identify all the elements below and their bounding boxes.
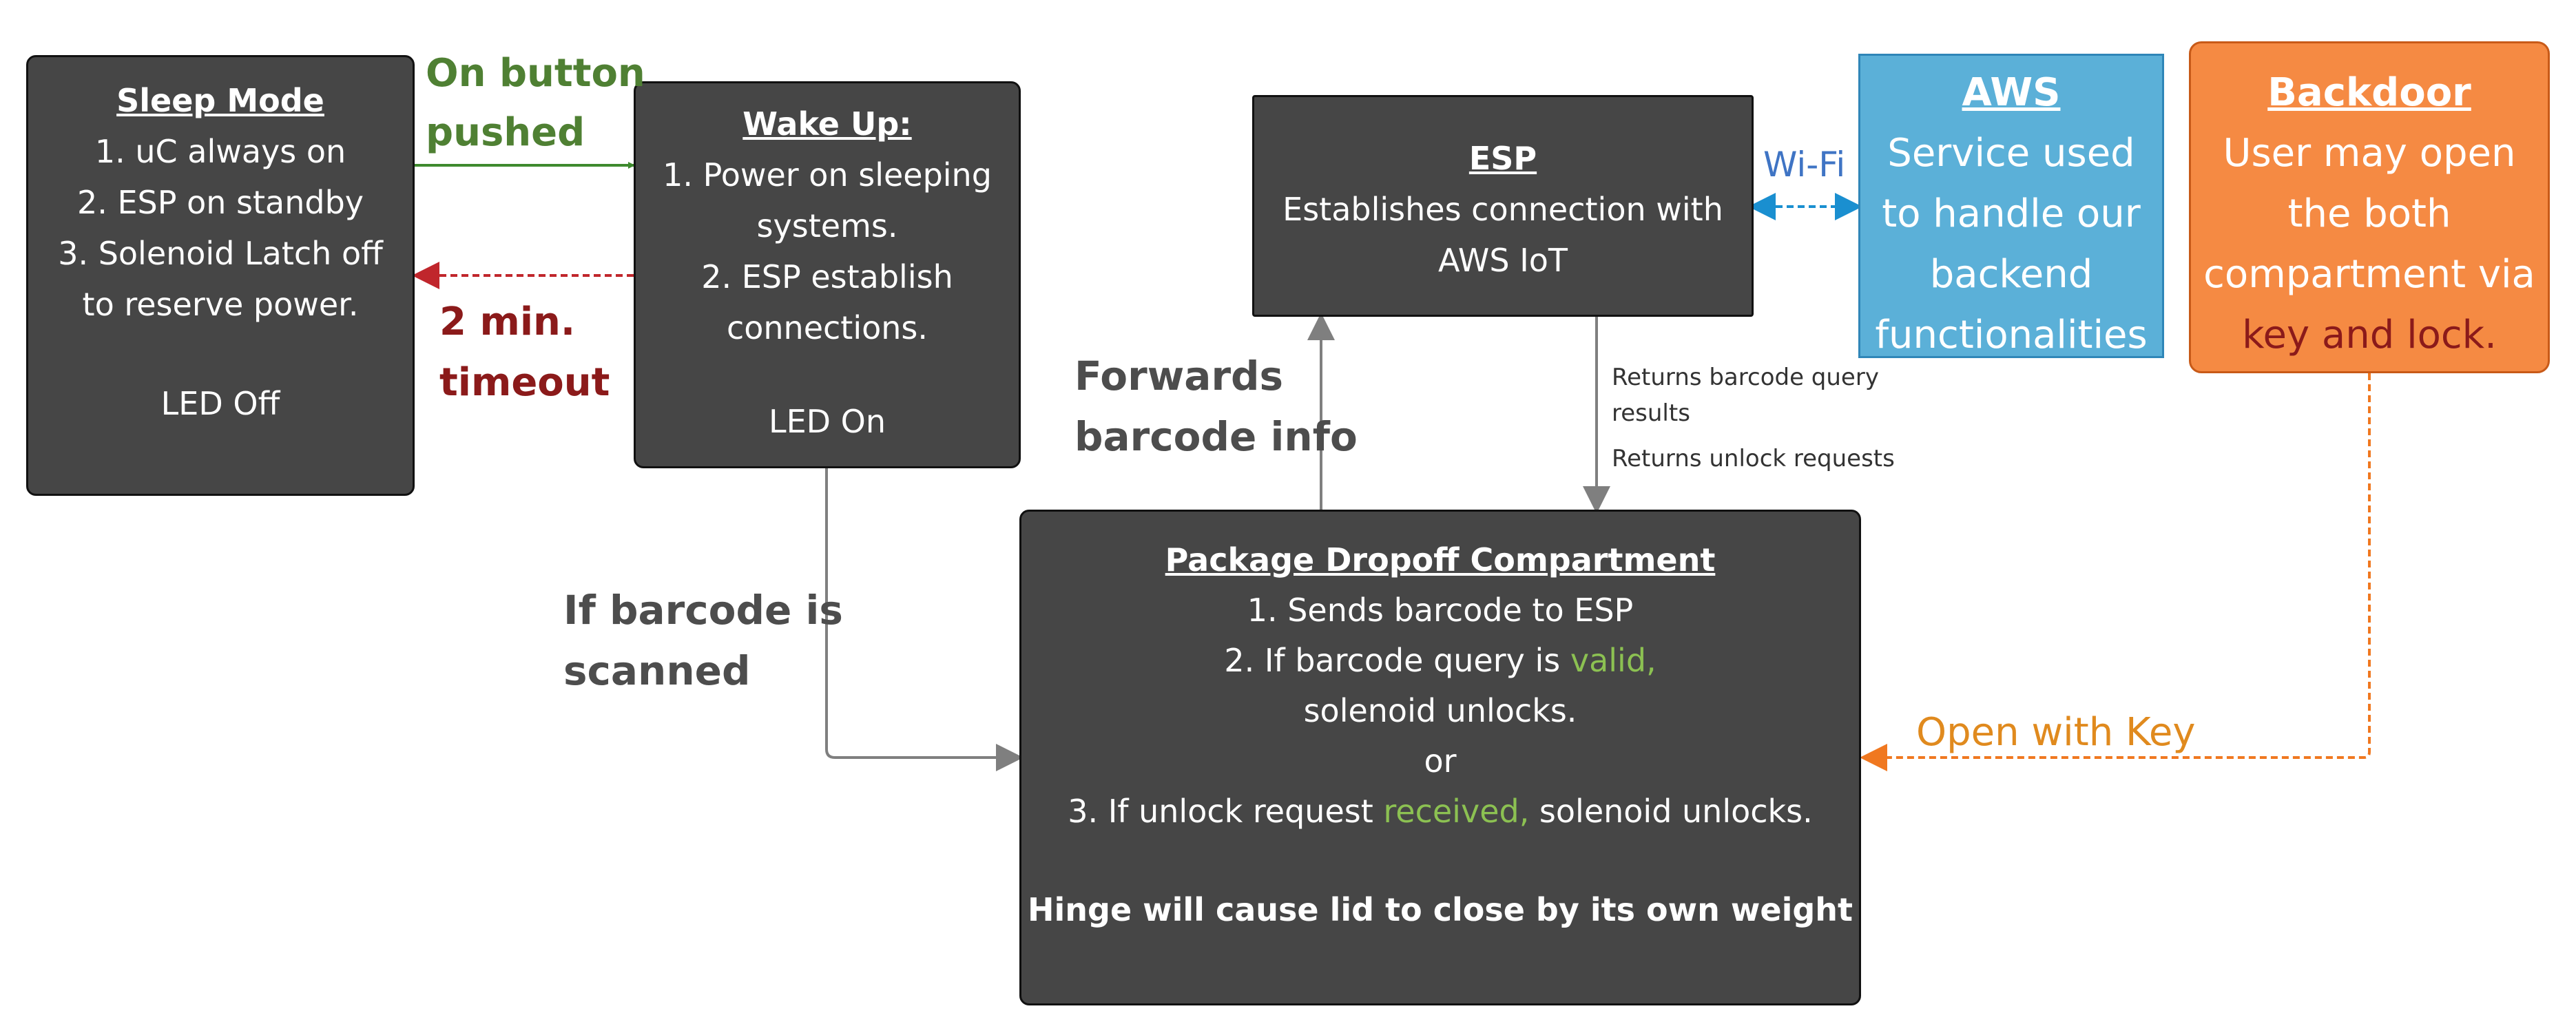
aws-title: AWS (1962, 70, 2061, 115)
package-line-5: 3. If unlock request received, solenoid … (1021, 786, 1859, 837)
backdoor-line-1: User may open (2223, 131, 2516, 176)
aws-line-1: Service used (1887, 131, 2135, 176)
returns-label: Returns barcode query results Returns un… (1612, 359, 1895, 477)
backdoor-line-2: the both (2287, 191, 2451, 236)
arrow-barcode-scanned (825, 468, 1024, 771)
barcode-label-2: scanned (563, 647, 751, 694)
timeout-label: 2 min. timeout (439, 292, 610, 413)
on-button-label: On button pushed (426, 44, 645, 163)
esp-box: ESP Establishes connection with AWS IoT (1252, 95, 1754, 317)
aws-line-3: backend (1929, 252, 2093, 297)
sleep-line-3: 3. Solenoid Latch off (58, 235, 383, 272)
package-hinge-note: Hinge will cause lid to close by its own… (1028, 891, 1853, 928)
esp-line-1: Establishes connection with (1282, 191, 1723, 228)
wake-up-title: Wake Up: (742, 105, 912, 143)
aws-line-4: functionalities (1875, 313, 2148, 357)
forwards-label-2: barcode info (1074, 413, 1358, 460)
timeout-label-2: timeout (439, 360, 610, 405)
barcode-scanned-label: If barcode is scanned (563, 580, 843, 701)
aws-line-2: to handle our (1882, 191, 2141, 236)
timeout-label-1: 2 min. (439, 300, 576, 344)
wake-line-1: 1. Power on sleeping (663, 156, 992, 194)
forwards-barcode-label: Forwards barcode info (1074, 346, 1358, 467)
esp-title: ESP (1468, 140, 1537, 177)
returns-label-1: Returns barcode query (1612, 364, 1879, 391)
sleep-line-1: 1. uC always on (94, 133, 346, 170)
package-line-4: or (1424, 742, 1457, 780)
package-line-5-pre: 3. If unlock request (1068, 793, 1384, 830)
sleep-mode-box: Sleep Mode 1. uC always on 2. ESP on sta… (26, 55, 415, 496)
aws-box: AWS Service used to handle our backend f… (1858, 54, 2164, 358)
barcode-label-1: If barcode is (563, 587, 843, 634)
package-title: Package Dropoff Compartment (1165, 541, 1716, 578)
valid-highlight: valid, (1570, 642, 1656, 679)
returns-label-3: Returns unlock requests (1612, 445, 1895, 472)
wake-line-2: systems. (756, 207, 898, 244)
sleep-line-4: to reserve power. (82, 286, 359, 323)
backdoor-box: Backdoor User may open the both compartm… (2189, 41, 2550, 373)
package-line-3: solenoid unlocks. (1303, 692, 1577, 729)
sleep-led-status: LED Off (160, 385, 280, 422)
package-line-2: 2. If barcode query is valid, (1021, 636, 1859, 686)
package-line-5-post: solenoid unlocks. (1529, 793, 1813, 830)
received-highlight: received, (1383, 793, 1530, 830)
on-button-label-1: On button (426, 51, 645, 96)
wake-led-status: LED On (768, 403, 886, 440)
wifi-label: Wi-Fi (1763, 145, 1846, 185)
forwards-label-1: Forwards (1074, 353, 1284, 399)
esp-line-2: AWS IoT (1437, 242, 1568, 279)
backdoor-line-4: key and lock. (2242, 313, 2497, 357)
package-dropoff-box: Package Dropoff Compartment 1. Sends bar… (1019, 510, 1861, 1005)
package-line-2-text: 2. If barcode query is (1224, 642, 1570, 679)
open-with-key-label: Open with Key (1916, 710, 2196, 755)
backdoor-title: Backdoor (2267, 70, 2471, 115)
on-button-label-2: pushed (426, 110, 585, 155)
wake-line-4: connections. (726, 309, 928, 346)
package-line-1: 1. Sends barcode to ESP (1247, 592, 1634, 629)
wake-line-3: 2. ESP establish (701, 258, 953, 295)
wake-up-box: Wake Up: 1. Power on sleeping systems. 2… (634, 81, 1021, 468)
arrow-open-with-key (1860, 373, 2371, 771)
sleep-line-2: 2. ESP on standby (76, 184, 364, 221)
returns-label-2: results (1612, 399, 1690, 427)
backdoor-line-3: compartment via (2203, 252, 2535, 297)
sleep-mode-title: Sleep Mode (116, 82, 324, 119)
